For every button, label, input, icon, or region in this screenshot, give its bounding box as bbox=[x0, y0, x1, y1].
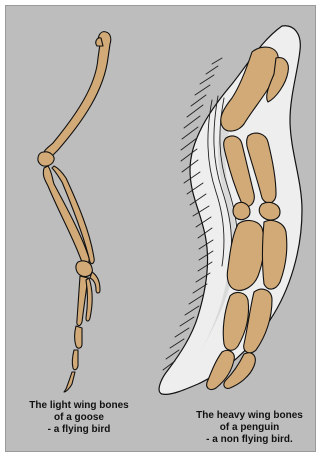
goose-wrist bbox=[76, 261, 92, 277]
goose-metacarpal bbox=[86, 278, 92, 321]
goose-caption-line-3: - a flying bird bbox=[14, 424, 144, 436]
goose-elbow bbox=[38, 152, 54, 166]
goose-radius bbox=[52, 166, 94, 264]
goose-caption-line-2: of a goose bbox=[14, 412, 144, 424]
goose-phalanx-1 bbox=[75, 326, 83, 348]
penguin-carpal-2 bbox=[259, 202, 280, 220]
goose-wing-skeleton bbox=[38, 32, 111, 392]
penguin-carpal-1 bbox=[233, 202, 250, 219]
penguin-caption-line-2: of a penguin bbox=[182, 422, 317, 434]
penguin-flipper bbox=[159, 26, 302, 395]
goose-caption: The light wing bones of a goose - a flyi… bbox=[14, 400, 144, 436]
goose-humerus bbox=[44, 32, 111, 158]
penguin-caption-line-3: - a non flying bird. bbox=[182, 434, 317, 446]
goose-caption-line-1: The light wing bones bbox=[14, 400, 144, 412]
penguin-caption: The heavy wing bones of a penguin - a no… bbox=[182, 410, 317, 446]
goose-phalanx-2 bbox=[72, 350, 78, 370]
penguin-caption-line-1: The heavy wing bones bbox=[182, 410, 317, 422]
goose-phalanx-3 bbox=[64, 372, 75, 392]
